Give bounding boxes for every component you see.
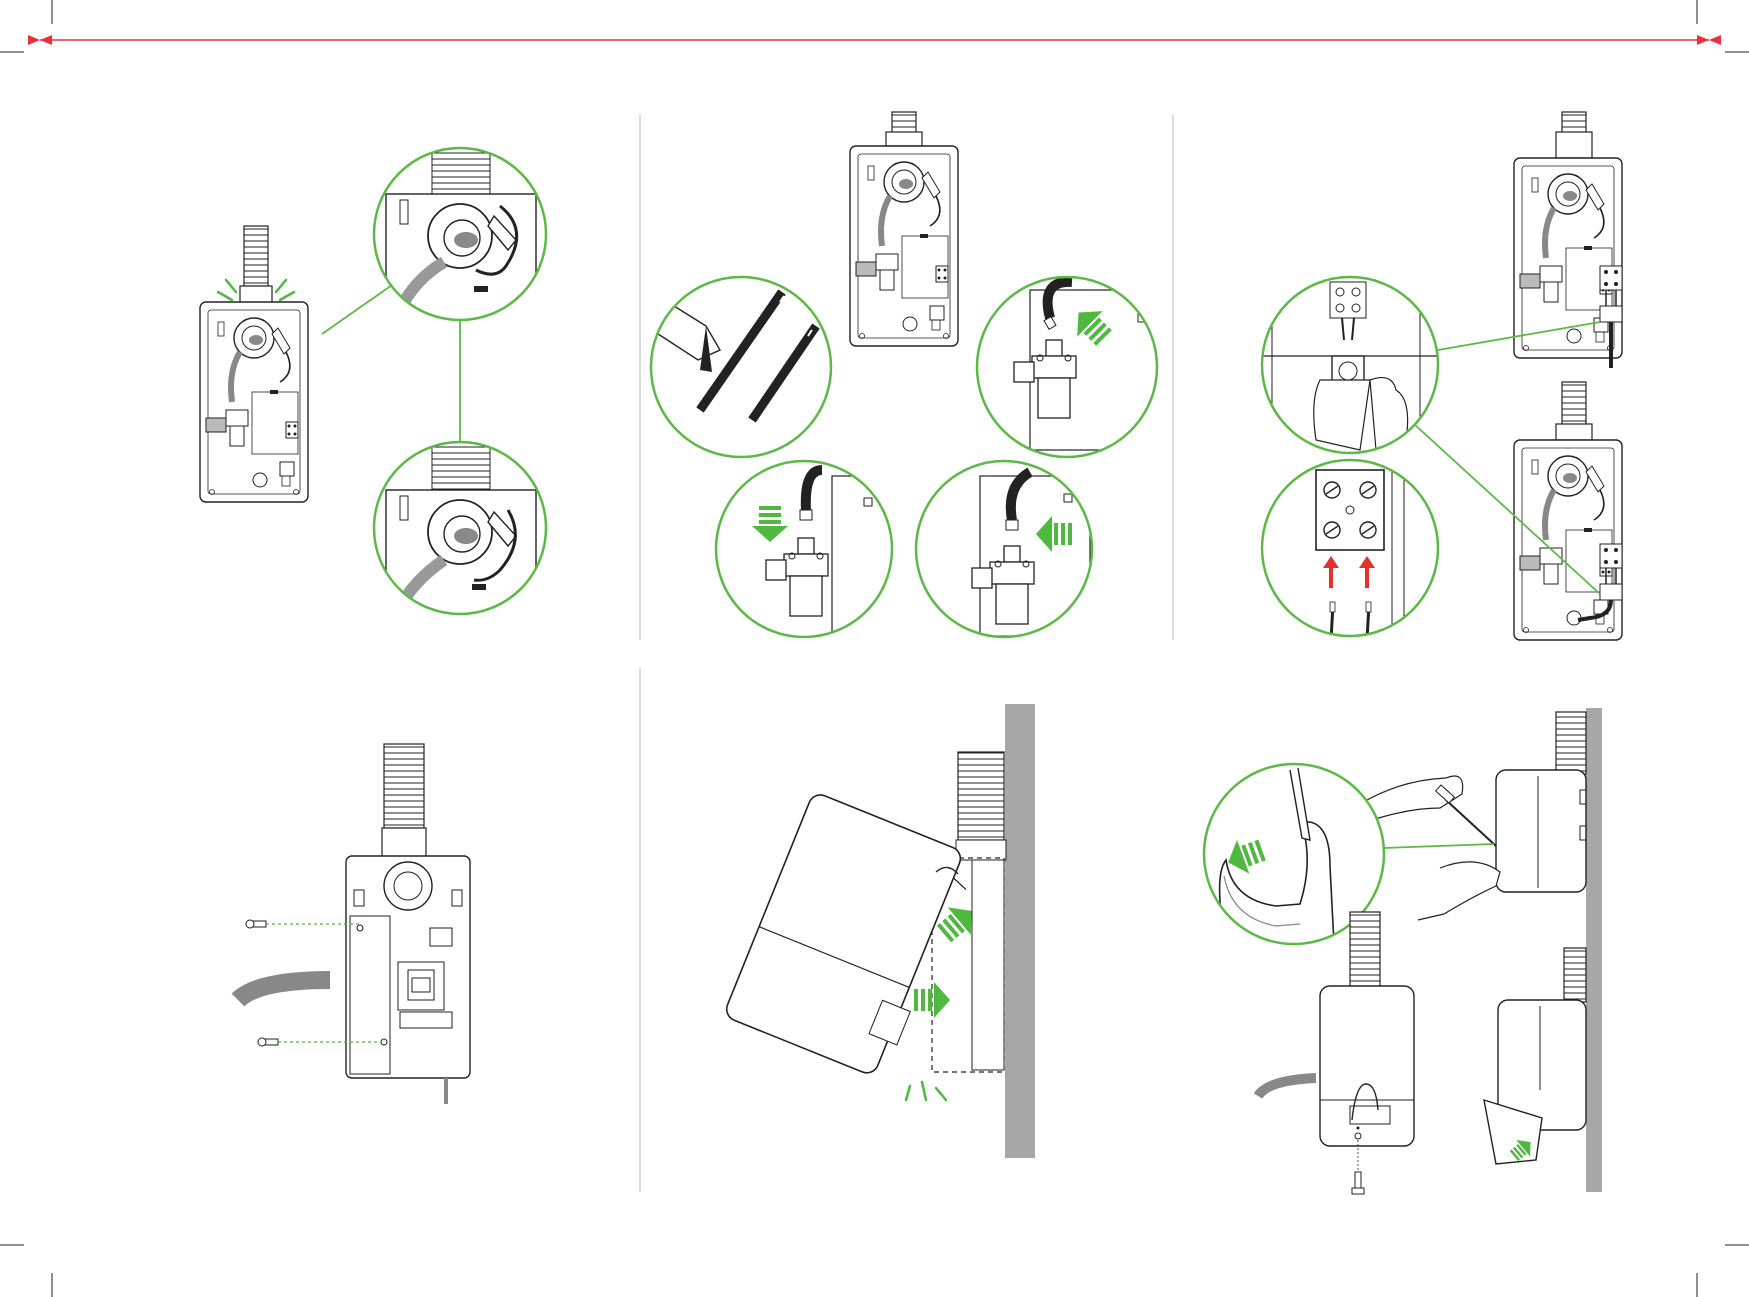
unit-icon <box>1484 1000 1586 1164</box>
panel-4 <box>238 744 470 1104</box>
hose-icon <box>238 980 330 1000</box>
hose-icon <box>244 226 268 286</box>
callout-terminal-wiring <box>1262 460 1438 640</box>
wall <box>1586 708 1602 1192</box>
hose-icon <box>958 752 1004 840</box>
panel-2 <box>650 112 1170 637</box>
panel-5 <box>723 704 1035 1158</box>
unit-icon <box>723 791 979 1082</box>
callout-hose-top <box>370 140 550 344</box>
dimension-line <box>28 35 1721 45</box>
unit-icon <box>1496 770 1586 892</box>
hose-icon <box>1556 712 1586 774</box>
wall <box>1005 704 1035 1158</box>
unit-icon <box>850 146 958 346</box>
callout-push-down <box>716 461 902 637</box>
panel-1 <box>200 140 550 640</box>
panel-6 <box>1204 708 1602 1194</box>
hose-icon <box>384 744 424 828</box>
hose-icon <box>1350 912 1380 988</box>
unit-icon <box>346 856 470 1104</box>
screwdriver-icon <box>1436 785 1496 846</box>
screw-icon <box>1352 1140 1364 1194</box>
hand-icon <box>1314 378 1408 450</box>
unit-icon <box>200 302 308 502</box>
hose-icon <box>1564 948 1586 1002</box>
unit-icon <box>1320 986 1414 1146</box>
screw-icon <box>246 920 360 928</box>
panel-3 <box>1262 112 1622 640</box>
click-indicator <box>906 1082 946 1100</box>
